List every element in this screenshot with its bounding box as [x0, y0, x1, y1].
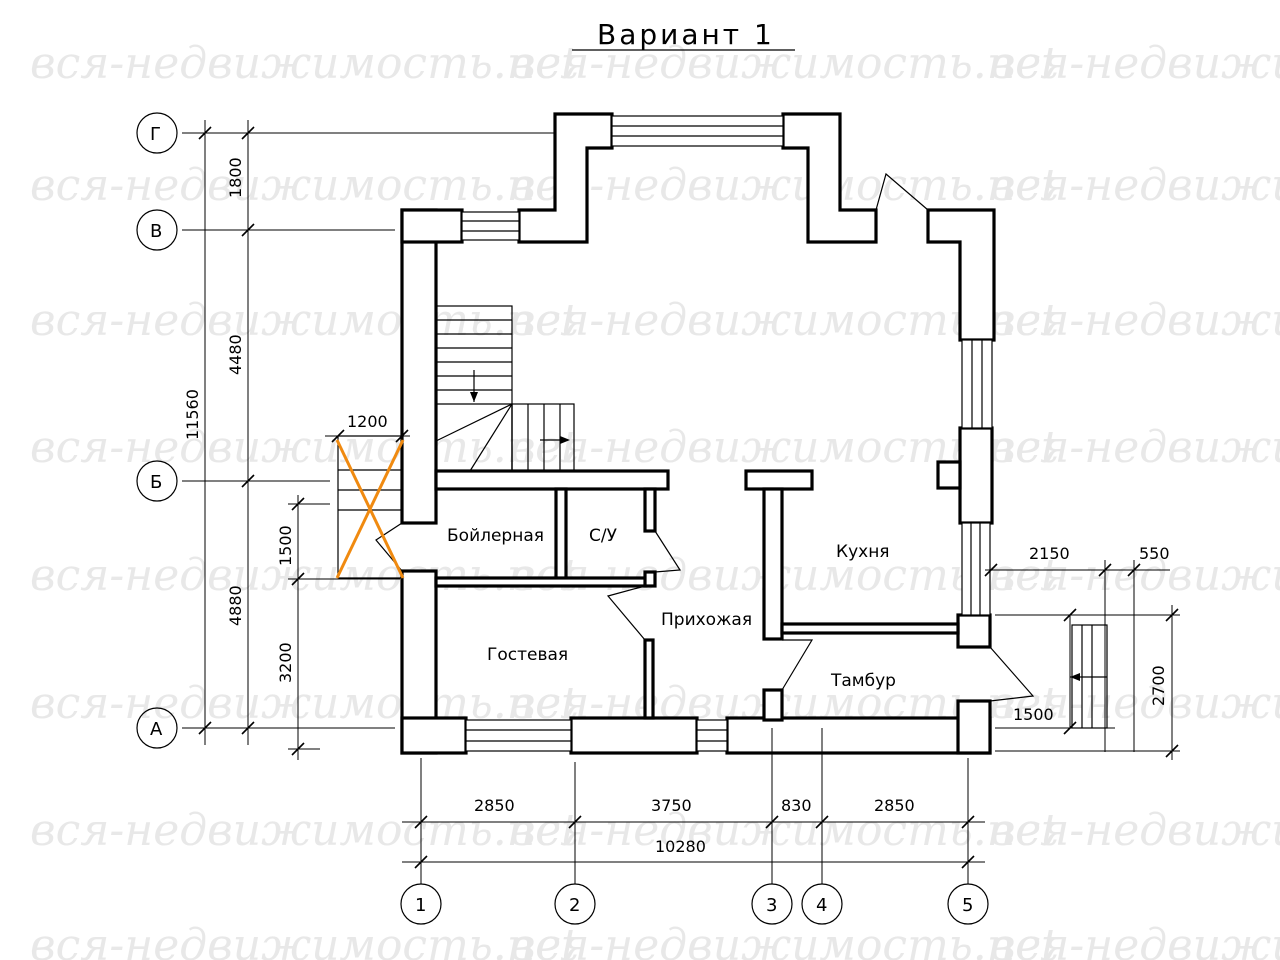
removed-porch-mark — [335, 439, 405, 579]
room-wc-label: С/У — [589, 526, 618, 546]
dim-bottom-10280: 10280 — [655, 837, 706, 856]
room-kitchen-label: Кухня — [836, 542, 890, 562]
exterior-walls — [400, 112, 996, 755]
watermark: вся-недвижимость.net — [510, 920, 1059, 960]
watermark: вся-недвижимость.net — [30, 920, 579, 960]
room-boiler-label: Бойлерная — [447, 526, 544, 546]
axis-col-1: 1 — [415, 895, 426, 916]
axis-col-2: 2 — [569, 895, 580, 916]
axis-row-a: А — [150, 719, 163, 740]
watermark: вся-недвижимость.net — [990, 550, 1280, 601]
dim-bottom-2850b: 2850 — [874, 796, 915, 815]
axis-col-4: 4 — [816, 895, 827, 916]
room-vestibule-label: Тамбур — [830, 671, 896, 691]
bottom-dimensions — [402, 728, 985, 884]
left-dimensions — [182, 120, 555, 760]
dim-left-4480: 4480 — [226, 334, 245, 375]
watermark: вся-недвижимость.net — [510, 160, 1059, 211]
staircase — [435, 305, 575, 472]
axis-row-v: В — [150, 221, 162, 242]
dim-right-2700: 2700 — [1149, 665, 1168, 706]
row-axes — [136, 112, 178, 749]
axis-row-b: Б — [150, 472, 162, 493]
dim-left-1800: 1800 — [226, 157, 245, 198]
watermark: вся-недвижимость.net — [990, 920, 1280, 960]
dim-left-1500: 1500 — [276, 525, 295, 566]
dim-left-3200: 3200 — [276, 642, 295, 683]
watermark: вся-недвижимость.net — [30, 805, 579, 856]
dim-left-4880: 4880 — [226, 585, 245, 626]
interior-walls — [434, 469, 960, 720]
watermark: вся-недвижимость.net — [30, 160, 579, 211]
watermark: вся-недвижимость.net — [30, 422, 579, 473]
axis-col-3: 3 — [766, 895, 777, 916]
dim-left-11560: 11560 — [183, 389, 202, 440]
watermark-layer: вся-недвижимость.net вся-недвижимость.ne… — [30, 38, 1280, 960]
room-guest-label: Гостевая — [487, 645, 568, 665]
watermark: вся-недвижимость.net — [990, 805, 1280, 856]
watermark: вся-недвижимость.net — [30, 550, 579, 601]
dim-right-550: 550 — [1139, 544, 1170, 563]
dim-bottom-3750: 3750 — [651, 796, 692, 815]
dim-porch-1200: 1200 — [347, 412, 388, 431]
dim-right-1500: 1500 — [1013, 705, 1054, 724]
windows — [461, 115, 993, 752]
dim-right-2150: 2150 — [1029, 544, 1070, 563]
watermark: вся-недвижимость.net — [990, 678, 1280, 729]
right-dimensions — [984, 560, 1180, 760]
watermark: вся-недвижимость.net — [990, 38, 1280, 89]
watermark: вся-недвижимость.net — [30, 38, 579, 89]
dim-bottom-2850a: 2850 — [474, 796, 515, 815]
watermark: вся-недвижимость.net — [990, 160, 1280, 211]
axis-col-5: 5 — [962, 895, 973, 916]
room-hall-label: Прихожая — [661, 610, 752, 630]
watermark: вся-недвижимость.net — [510, 38, 1059, 89]
column-axes — [400, 883, 989, 925]
dim-bottom-830: 830 — [781, 796, 812, 815]
watermark: вся-недвижимость.net — [990, 295, 1280, 346]
watermark: вся-недвижимость.net — [990, 422, 1280, 473]
axis-row-g: Г — [150, 124, 161, 145]
plan-title: Вариант 1 — [597, 18, 775, 51]
